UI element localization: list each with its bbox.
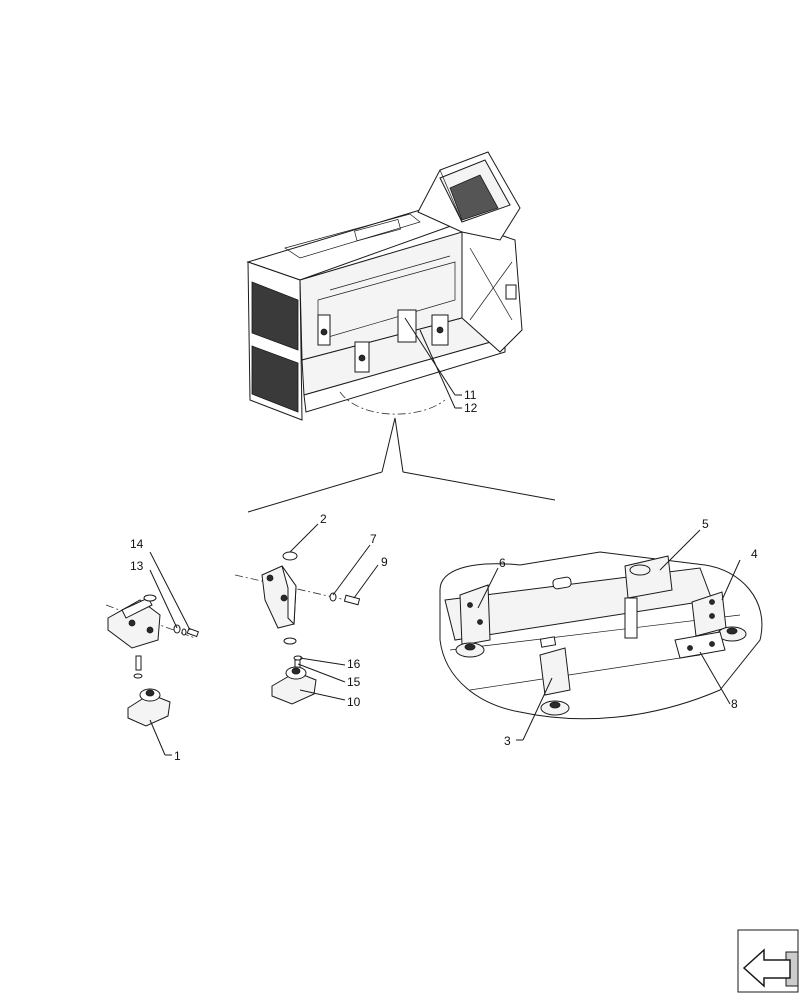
engine-frame-assembly — [246, 151, 523, 421]
callout-6: 6 — [499, 556, 506, 570]
left-mount-exploded — [105, 551, 200, 756]
callout-13: 13 — [130, 559, 144, 573]
callout-11: 11 — [464, 388, 477, 402]
callout-3: 3 — [504, 734, 511, 748]
callout-5: 5 — [702, 517, 709, 531]
callout-10: 10 — [347, 695, 361, 709]
callout-15: 15 — [347, 675, 361, 689]
center-mount-exploded — [234, 523, 379, 705]
arrow-into-box-icon[interactable] — [737, 929, 799, 993]
callout-labels: 1 2 3 4 5 6 7 8 9 10 11 12 13 14 15 16 — [130, 388, 758, 763]
callout-1: 1 — [174, 749, 181, 763]
callout-14: 14 — [130, 537, 144, 551]
callout-12: 12 — [464, 401, 478, 415]
callout-8: 8 — [731, 697, 738, 711]
projection-lines — [247, 417, 556, 513]
frame-detail-view — [439, 529, 763, 741]
callout-7: 7 — [370, 532, 377, 546]
callout-9: 9 — [381, 555, 388, 569]
callout-2: 2 — [320, 512, 327, 526]
callout-4: 4 — [751, 547, 758, 561]
callout-16: 16 — [347, 657, 361, 671]
